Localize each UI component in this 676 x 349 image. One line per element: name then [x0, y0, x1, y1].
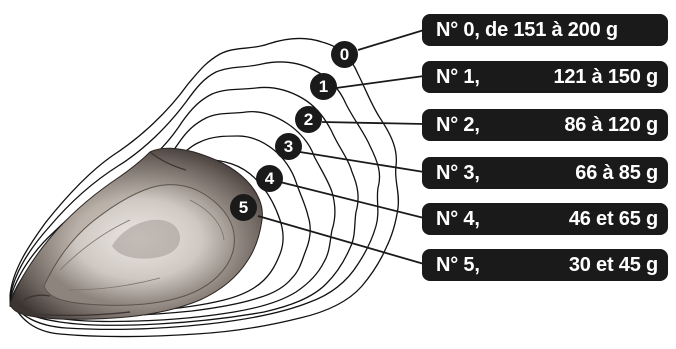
oyster-shell: [10, 148, 262, 319]
size-label-number: N° 3,: [436, 162, 480, 185]
size-label-0: N° 0, de 151 à 200 g: [422, 14, 668, 46]
leader-line-0: [358, 30, 424, 50]
size-label-range: 46 et 65 g: [569, 208, 658, 231]
size-badge-3: 3: [275, 133, 302, 160]
size-badge-1: 1: [310, 73, 337, 100]
size-label-range: 66 à 85 g: [575, 162, 658, 185]
leader-line-1: [336, 76, 424, 88]
size-label-number: N° 1,: [436, 66, 480, 89]
size-badge-2: 2: [295, 106, 322, 133]
size-badge-5: 5: [230, 194, 257, 221]
size-label-3: N° 3, 66 à 85 g: [422, 157, 668, 189]
size-label-range: 86 à 120 g: [564, 114, 658, 137]
size-label-range: 121 à 150 g: [553, 66, 658, 89]
size-label-range: de 151 à 200 g: [485, 19, 618, 42]
size-label-number: N° 5,: [436, 254, 480, 277]
size-badge-0: 0: [331, 41, 358, 68]
size-label-2: N° 2, 86 à 120 g: [422, 109, 668, 141]
leader-line-3: [300, 152, 424, 172]
leader-line-4: [280, 182, 424, 218]
leader-line-2: [322, 122, 424, 124]
size-label-4: N° 4, 46 et 65 g: [422, 203, 668, 235]
size-label-number: N° 0,: [436, 19, 480, 42]
size-label-number: N° 2,: [436, 114, 480, 137]
size-badge-4: 4: [256, 165, 283, 192]
size-label-5: N° 5, 30 et 45 g: [422, 249, 668, 281]
size-label-number: N° 4,: [436, 208, 480, 231]
size-label-range: 30 et 45 g: [569, 254, 658, 277]
size-label-1: N° 1, 121 à 150 g: [422, 61, 668, 93]
